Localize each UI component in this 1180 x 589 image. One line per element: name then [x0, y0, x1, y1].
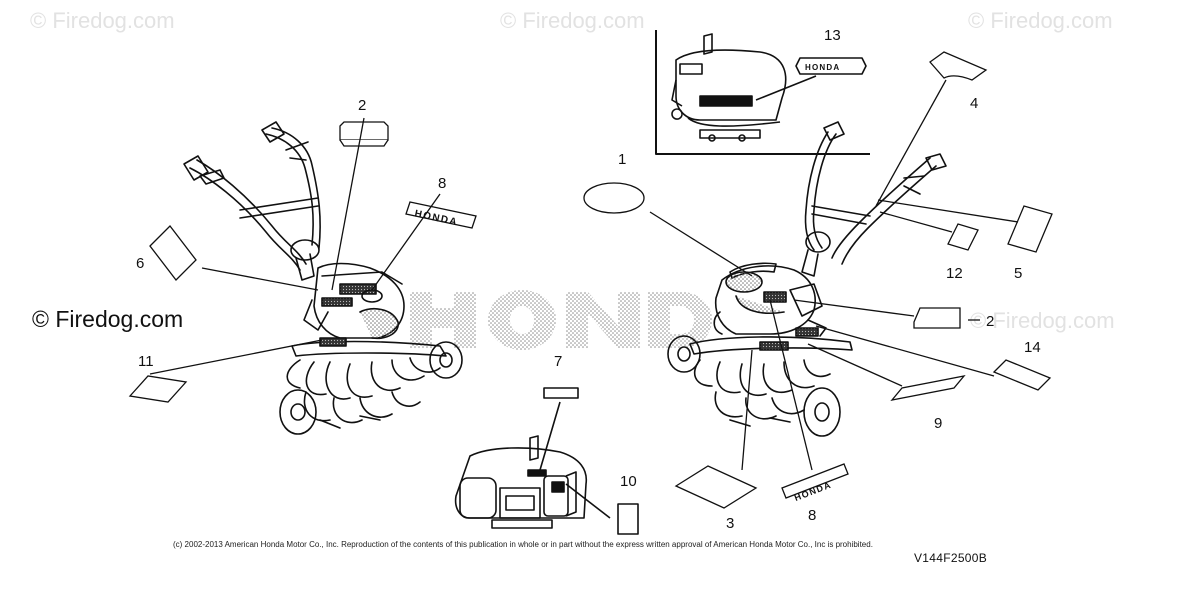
- label-part-12: [947, 223, 979, 251]
- copyright-notice: (c) 2002-2013 American Honda Motor Co., …: [173, 540, 873, 549]
- figure-code: V144F2500B: [914, 551, 988, 565]
- callout-8-left: 8: [438, 175, 446, 192]
- label-part-8-right: [781, 463, 849, 499]
- label-part-2-left: [339, 121, 389, 141]
- callout-8-right: 8: [808, 507, 816, 524]
- callout-2-right: 2: [986, 313, 994, 330]
- label-part-8-left: [405, 201, 477, 229]
- callout-numbers: 2 8 6 11 7 10 1 13 4 5 12 2 14 9 3 8: [136, 27, 1041, 532]
- callout-5: 5: [1014, 265, 1022, 282]
- inset-engine-detail: [655, 30, 870, 155]
- honda-emblem-text-inset: HONDA: [805, 63, 840, 72]
- callout-4: 4: [970, 95, 978, 112]
- callout-11: 11: [138, 353, 154, 370]
- callout-12: 12: [946, 265, 963, 282]
- watermark-mid-left: © Firedog.com: [32, 306, 184, 332]
- callout-7: 7: [554, 353, 562, 370]
- label-part-2-right: [913, 307, 961, 329]
- label-part-11: [128, 375, 188, 403]
- label-part-13: [795, 57, 867, 75]
- label-part-3: [674, 465, 758, 509]
- watermark-top-left: © Firedog.com: [30, 8, 175, 33]
- callout-2-left: 2: [358, 97, 366, 114]
- left-labels: [128, 117, 477, 403]
- watermark-mid-right: © Firedog.com: [970, 308, 1115, 333]
- label-part-4: [929, 51, 988, 81]
- label-part-14: [992, 359, 1052, 391]
- label-part-5: [1007, 205, 1053, 253]
- callout-14: 14: [1024, 339, 1041, 356]
- background-logo-stipple: [410, 290, 712, 350]
- callout-9: 9: [934, 415, 942, 432]
- label-part-7: [543, 387, 579, 399]
- label-part-6: [149, 225, 197, 281]
- label-part-1: [583, 182, 645, 214]
- left-tiller-illustration: [183, 121, 463, 435]
- callout-13: 13: [824, 27, 841, 44]
- right-tiller-illustration: [667, 121, 947, 437]
- label-part-9: [890, 375, 966, 401]
- callout-3: 3: [726, 515, 734, 532]
- right-labels: [583, 51, 1053, 509]
- callout-6: 6: [136, 255, 144, 272]
- small-engine-illustration: [454, 387, 639, 535]
- watermark-top-right: © Firedog.com: [968, 8, 1113, 33]
- callout-10: 10: [620, 473, 637, 490]
- label-part-10: [617, 503, 639, 535]
- callout-1: 1: [618, 151, 626, 168]
- watermark-top-center: © Firedog.com: [500, 8, 645, 33]
